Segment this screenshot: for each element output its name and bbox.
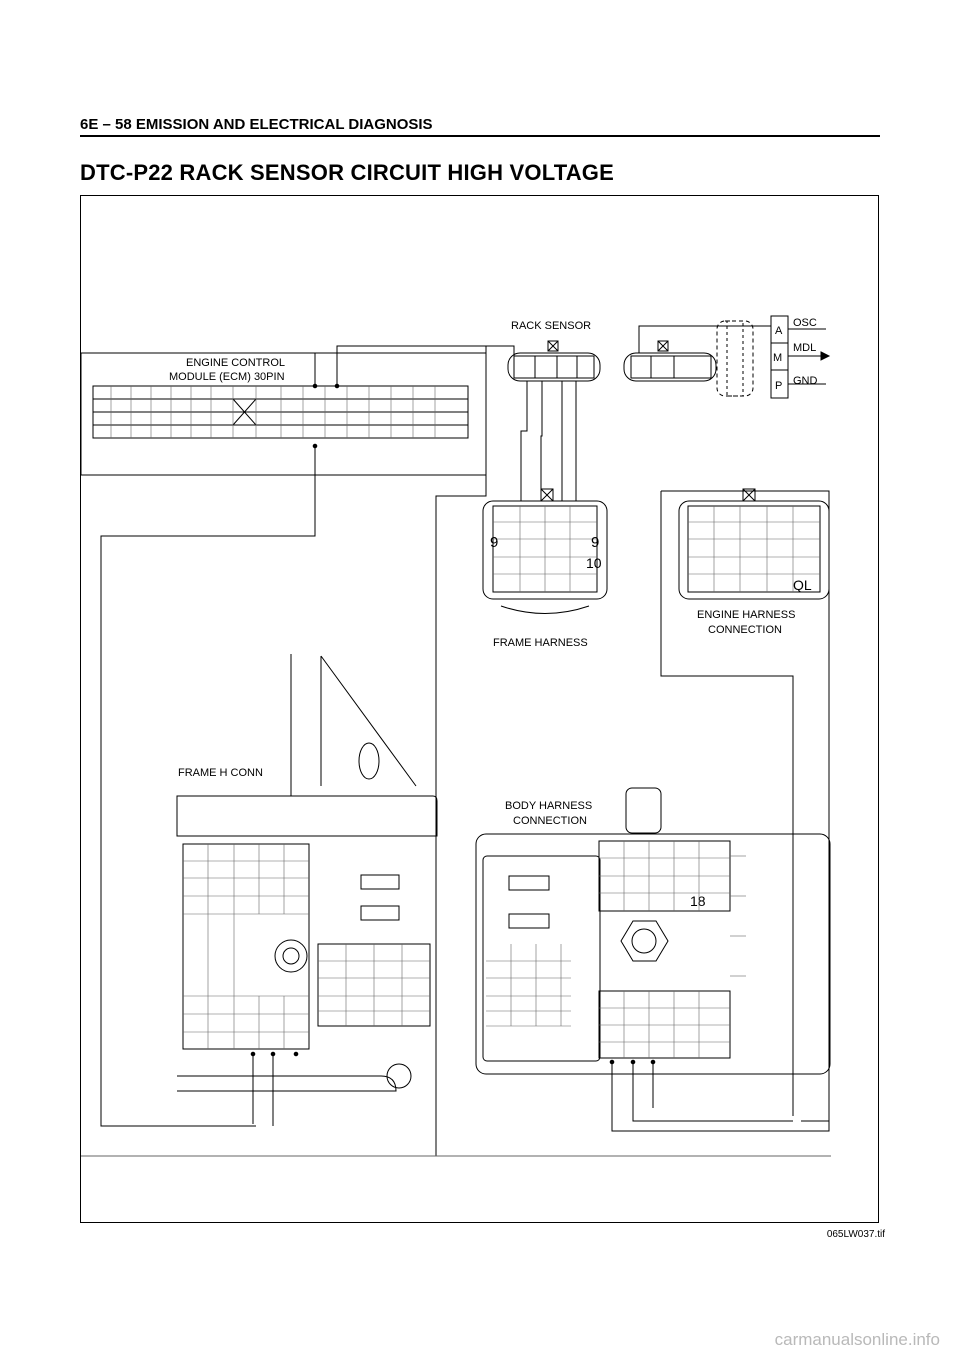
body-pin-18: 18 <box>690 893 706 909</box>
engine-ql: QL <box>793 577 812 593</box>
scope-gnd: GND <box>793 375 818 387</box>
ecm-connector: ENGINE CONTROL MODULE (ECM) 30PIN <box>92 357 469 449</box>
rack-sensor: RACK SENSOR <box>507 320 601 382</box>
frame-pin-10: 10 <box>586 555 602 571</box>
engine-harness-label-2: CONNECTION <box>708 624 782 636</box>
frame-h-conn-label: FRAME H CONN <box>178 767 263 779</box>
section-header: 6E – 58 EMISSION AND ELECTRICAL DIAGNOSI… <box>80 116 433 133</box>
rack-sensor-label: RACK SENSOR <box>511 320 591 332</box>
frame-pin-9-right: 9 <box>591 534 599 551</box>
oscilloscope: A M P OSC MDL GND <box>623 315 831 399</box>
watermark: carmanualsonline.info <box>774 1330 940 1349</box>
scope-a: A <box>775 325 783 337</box>
scope-mdl: MDL <box>793 342 816 354</box>
body-harness-label-1: BODY HARNESS <box>505 800 592 812</box>
scope-osc: OSC <box>793 317 817 329</box>
scope-p: P <box>775 380 782 392</box>
ecm-label-2: MODULE (ECM) 30PIN <box>169 371 285 383</box>
frame-h-connector: FRAME H CONN <box>176 654 438 1092</box>
page-title: DTC-P22 RACK SENSOR CIRCUIT HIGH VOLTAGE <box>80 160 614 185</box>
engine-harness-connector: QL ENGINE HARNESS CONNECTION <box>678 488 830 636</box>
wiring-diagram-frame: ENGINE CONTROL MODULE (ECM) 30PIN RACK S… <box>80 195 879 1223</box>
body-harness-label-2: CONNECTION <box>513 815 587 827</box>
frame-harness-connector: 9 9 10 FRAME HARNESS <box>482 488 608 649</box>
body-harness-connector: BODY HARNESS CONNECTION 18 <box>475 787 831 1075</box>
frame-harness-label: FRAME HARNESS <box>493 637 588 649</box>
engine-harness-label-1: ENGINE HARNESS <box>697 609 795 621</box>
figure-id: 065LW037.tif <box>826 1229 885 1240</box>
ecm-label-1: ENGINE CONTROL <box>186 357 285 369</box>
frame-pin-9-left: 9 <box>490 534 498 551</box>
header-rule <box>80 135 880 137</box>
wiring-diagram: ENGINE CONTROL MODULE (ECM) 30PIN RACK S… <box>81 315 831 1157</box>
scope-m: M <box>773 352 782 364</box>
